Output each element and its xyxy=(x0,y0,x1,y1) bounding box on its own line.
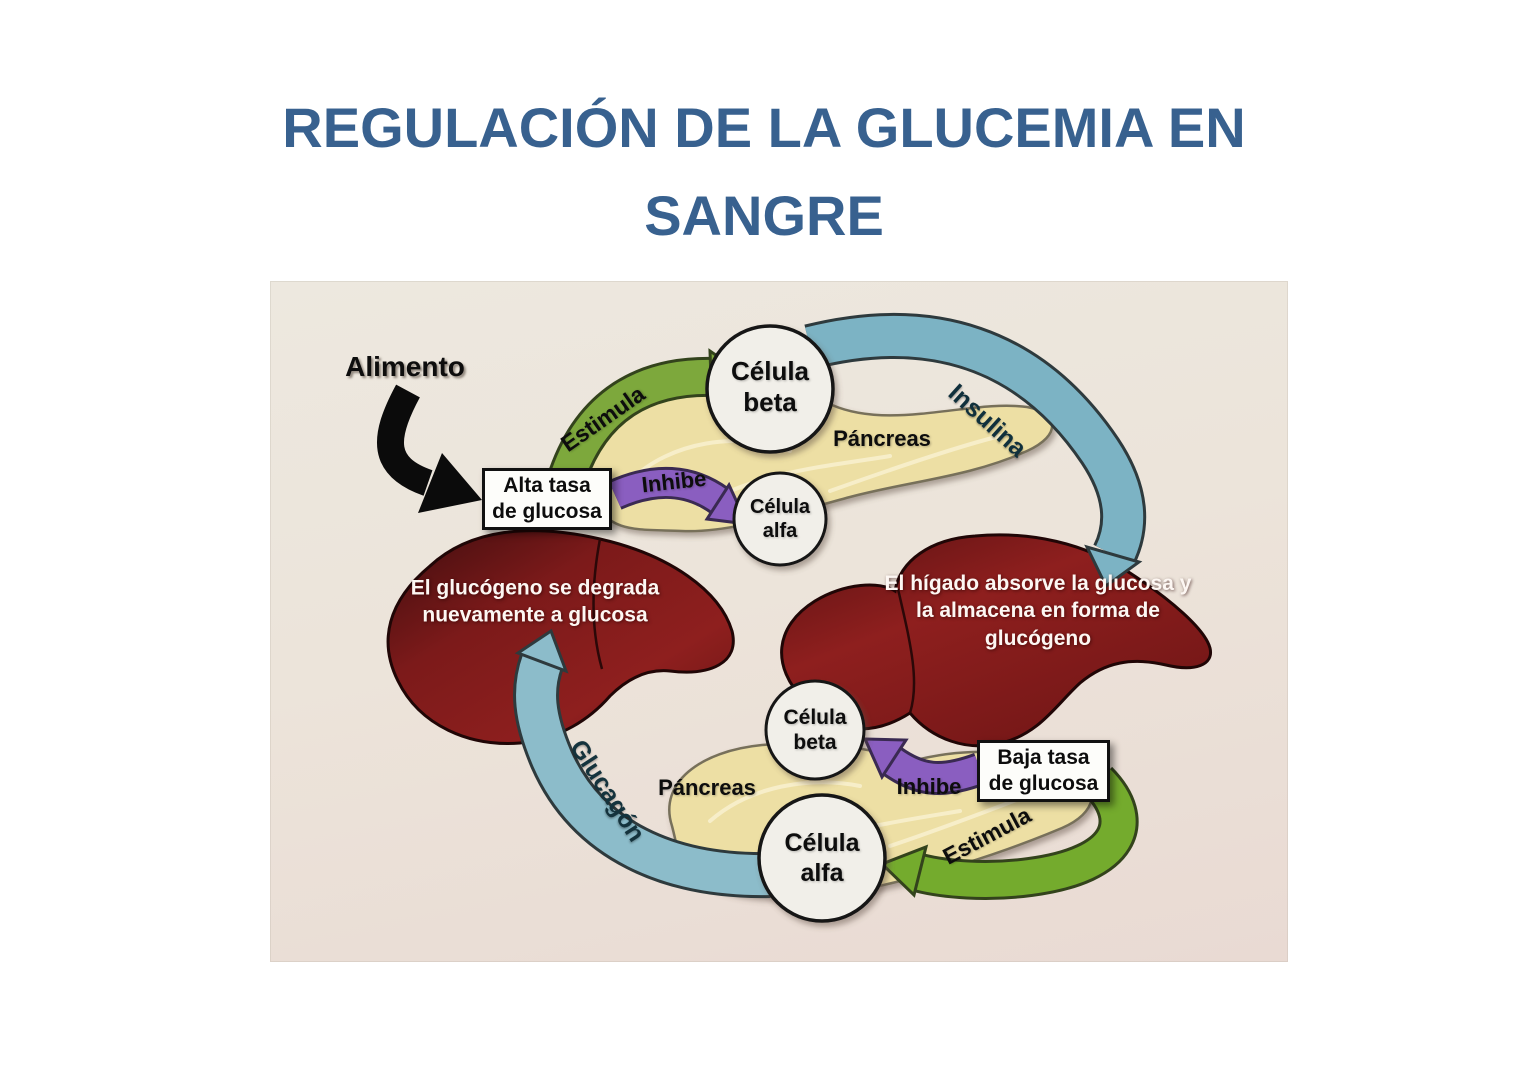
inhibe-bottom-label: Inhibe xyxy=(896,774,962,799)
alimento-arrow xyxy=(377,384,482,513)
title-line-1: REGULACIÓN DE LA GLUCEMIA EN xyxy=(282,96,1246,159)
alta-tasa-glucosa-box: Alta tasa de glucosa xyxy=(482,468,612,530)
right-liver-shape xyxy=(780,533,1212,748)
left-liver-shape xyxy=(386,529,735,745)
baja-tasa-glucosa-box: Baja tasa de glucosa xyxy=(977,740,1110,802)
celula-alfa-bottom-label: Célula alfa xyxy=(784,829,860,887)
alta-tasa-glucosa-text: Alta tasa de glucosa xyxy=(492,473,602,523)
page-title: REGULACIÓN DE LA GLUCEMIA EN SANGRE xyxy=(0,84,1528,261)
left-liver-caption: El glucógeno se degrada nuevamente a glu… xyxy=(410,576,660,627)
title-line-2: SANGRE xyxy=(644,184,884,248)
cell-circles xyxy=(705,324,887,923)
glucagon-arrow xyxy=(513,628,771,899)
celula-beta-bottom-label: Célula beta xyxy=(783,705,847,754)
glucose-regulation-diagram: Alimento Alta tasa de glucosa Estimula I… xyxy=(270,281,1288,962)
diagram-illustration xyxy=(377,313,1212,923)
celula-alfa-bottom-circle xyxy=(757,793,887,923)
inhibe-bottom-arrow xyxy=(862,737,986,795)
celula-beta-top-label: Célula beta xyxy=(730,355,810,417)
celula-beta-top-circle xyxy=(705,324,835,454)
celula-beta-bottom-circle xyxy=(764,679,866,781)
alimento-label: Alimento xyxy=(345,351,465,382)
right-liver-caption: El hígado absorve la glucosa y la almace… xyxy=(884,572,1192,650)
baja-tasa-glucosa-text: Baja tasa de glucosa xyxy=(988,745,1099,795)
pancreas-bottom-label: Páncreas xyxy=(658,775,756,800)
insulina-arrow xyxy=(804,313,1147,589)
celula-alfa-top-circle xyxy=(732,471,828,567)
estimula-bottom-arrow xyxy=(879,766,1139,900)
celula-alfa-top-label: Célula alfa xyxy=(749,496,811,542)
pancreas-top-label: Páncreas xyxy=(833,426,931,451)
